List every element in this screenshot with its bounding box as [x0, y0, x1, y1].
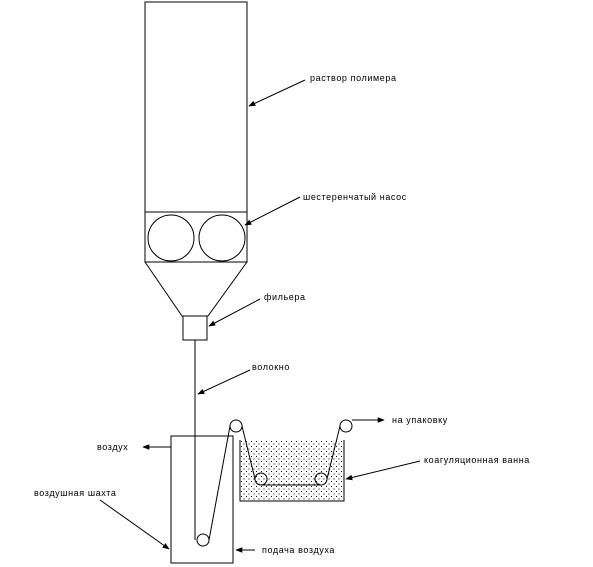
label-gear-pump: шестеренчатый насос — [303, 192, 407, 202]
gear-pump-housing — [144, 211, 248, 263]
spinneret — [182, 315, 208, 341]
spinneret-pointer — [208, 298, 261, 327]
coagulation-bath-pointer — [345, 460, 421, 481]
gear-pump-right-gear — [198, 214, 246, 262]
label-coagulation-bath: коагуляционная ванна — [424, 455, 530, 465]
top-roller-left — [229, 419, 243, 433]
top-roller-right — [339, 419, 353, 433]
label-air-shaft: воздушная шахта — [34, 488, 117, 498]
funnel — [144, 261, 248, 317]
label-polymer-solution: раствор полимера — [310, 73, 397, 83]
label-spinneret: фильера — [264, 292, 306, 302]
label-air-out: воздух — [97, 442, 128, 452]
fiber-path — [208, 419, 376, 541]
coagulation-bath-liquid — [240, 440, 344, 501]
polymer-solution-pointer — [248, 79, 306, 107]
label-air-supply: подача воздуха — [262, 545, 335, 555]
coagulation-bath-walls — [239, 440, 345, 502]
fiber-pointer — [197, 369, 251, 395]
air-shaft — [170, 435, 234, 564]
polymer-tank — [144, 1, 248, 213]
air-shaft-pointer — [99, 499, 170, 550]
label-to-packing: на упаковку — [392, 415, 448, 425]
gear-pump-pointer — [244, 196, 301, 226]
label-fiber: волокно — [252, 362, 290, 372]
gear-pump-left-gear — [147, 214, 195, 262]
bottom-roller — [196, 533, 210, 547]
